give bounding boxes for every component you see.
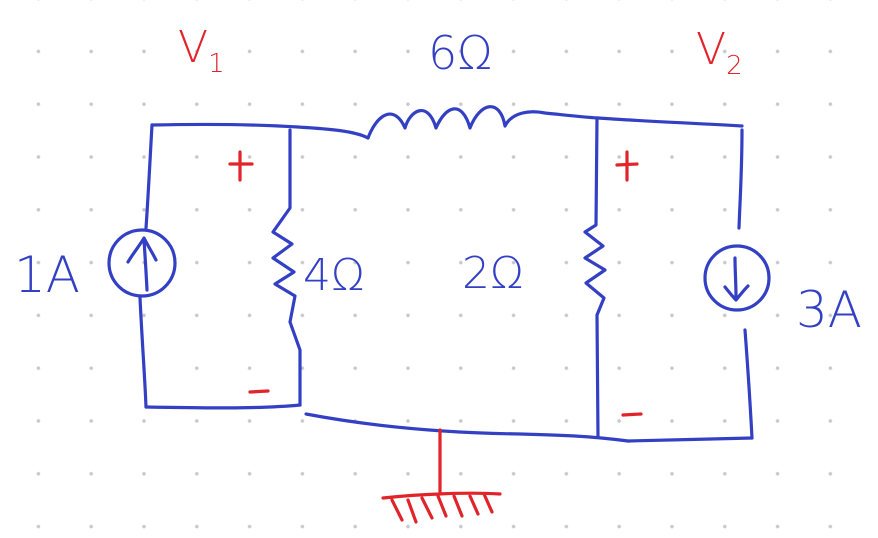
plus-left-mark: [228, 150, 254, 182]
v2-label: V2: [696, 28, 743, 79]
source-1a-label: 1A: [14, 246, 81, 304]
current-source-3a: [703, 244, 771, 312]
v1-subscript: 1: [208, 48, 225, 79]
v1-label: V1: [178, 26, 225, 77]
arrow-down-icon: [723, 256, 750, 302]
wire-left-bottom: [144, 403, 302, 410]
resistor-2ohm: [583, 116, 607, 439]
v2-letter: V: [696, 24, 727, 75]
minus-left-mark: [248, 389, 270, 394]
wire-left-vertical-top: [144, 123, 154, 230]
wire-right-vertical-bottom: [743, 328, 754, 440]
wire-right-bottom: [626, 436, 754, 443]
wire-bottom-common: [304, 412, 630, 443]
source-3a-label: 3A: [796, 281, 863, 339]
resistor-6ohm-label: 6Ω: [428, 26, 493, 80]
arrow-up-icon: [126, 236, 158, 292]
v1-letter: V: [178, 22, 209, 73]
v2-subscript: 2: [726, 50, 743, 81]
wire-left-top: [150, 122, 370, 140]
minus-right-mark: [621, 412, 643, 417]
wire-right-top: [596, 116, 744, 128]
wire-left-vertical-bottom: [138, 296, 148, 409]
wire-right-vertical-top: [737, 128, 744, 230]
plus-right-mark: [615, 150, 639, 182]
resistor-4ohm: [271, 128, 302, 407]
resistor-4ohm-label: 4Ω: [303, 250, 365, 301]
ground-icon: [381, 428, 502, 524]
current-source-1a: [107, 228, 177, 298]
resistor-2ohm-label: 2Ω: [462, 248, 524, 299]
resistor-6ohm: [366, 105, 600, 140]
